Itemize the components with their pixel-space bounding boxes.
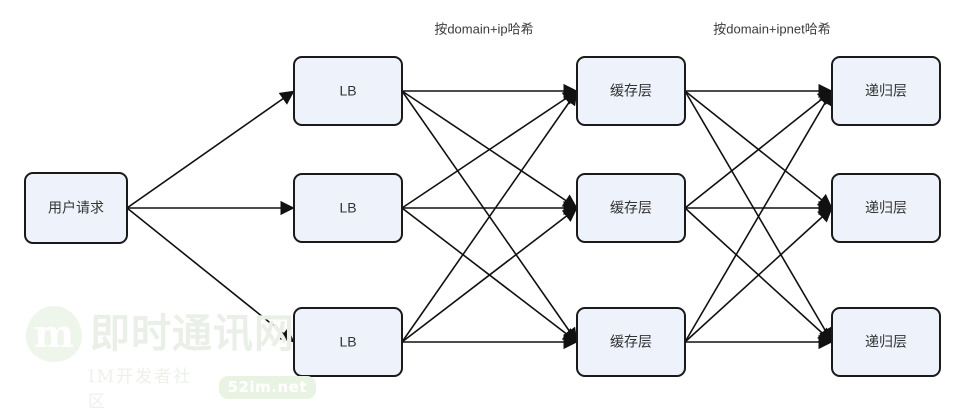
node-label: 递归层	[865, 83, 907, 99]
node-label: 递归层	[865, 200, 907, 216]
edge-lb-3-to-cache-2	[401, 207, 578, 343]
node-cache-3[interactable]: 缓存层	[576, 307, 686, 377]
node-rec-3[interactable]: 递归层	[831, 307, 941, 377]
edge-lb-3-to-cache-1	[401, 90, 578, 343]
caption-lb-to-cache: 按domain+ip哈希	[434, 21, 533, 36]
node-box	[831, 307, 941, 377]
caption-layer: 按domain+ip哈希 按domain+ipnet哈希	[434, 21, 830, 36]
node-box	[576, 173, 686, 243]
edge-lb-2-to-cache-1	[401, 90, 578, 209]
edge-user-request-to-lb-3	[126, 207, 295, 343]
node-box	[293, 307, 403, 377]
node-label: LB	[339, 334, 356, 350]
edge-user-request-to-lb-1	[126, 90, 295, 209]
node-label: 缓存层	[610, 200, 652, 216]
node-label: LB	[339, 200, 356, 216]
node-box	[24, 172, 128, 244]
edge-cache-3-to-rec-1	[684, 90, 833, 343]
node-lb-3[interactable]: LB	[293, 307, 403, 377]
node-label: 缓存层	[610, 334, 652, 350]
node-user-request[interactable]: 用户请求	[24, 172, 128, 244]
node-box	[293, 173, 403, 243]
node-box	[293, 56, 403, 126]
node-label: 缓存层	[610, 83, 652, 99]
node-lb-2[interactable]: LB	[293, 173, 403, 243]
node-rec-1[interactable]: 递归层	[831, 56, 941, 126]
node-lb-1[interactable]: LB	[293, 56, 403, 126]
node-cache-1[interactable]: 缓存层	[576, 56, 686, 126]
edge-cache-2-to-rec-1	[684, 90, 833, 209]
node-rec-2[interactable]: 递归层	[831, 173, 941, 243]
node-label: 递归层	[865, 334, 907, 350]
node-box	[576, 56, 686, 126]
node-box	[576, 307, 686, 377]
caption-cache-to-recursive: 按domain+ipnet哈希	[713, 21, 830, 36]
node-label: LB	[339, 83, 356, 99]
node-cache-2[interactable]: 缓存层	[576, 173, 686, 243]
edge-layer	[126, 83, 833, 350]
node-box	[831, 173, 941, 243]
node-label: 用户请求	[48, 200, 104, 216]
node-box	[831, 56, 941, 126]
edge-cache-3-to-rec-2	[684, 207, 833, 343]
